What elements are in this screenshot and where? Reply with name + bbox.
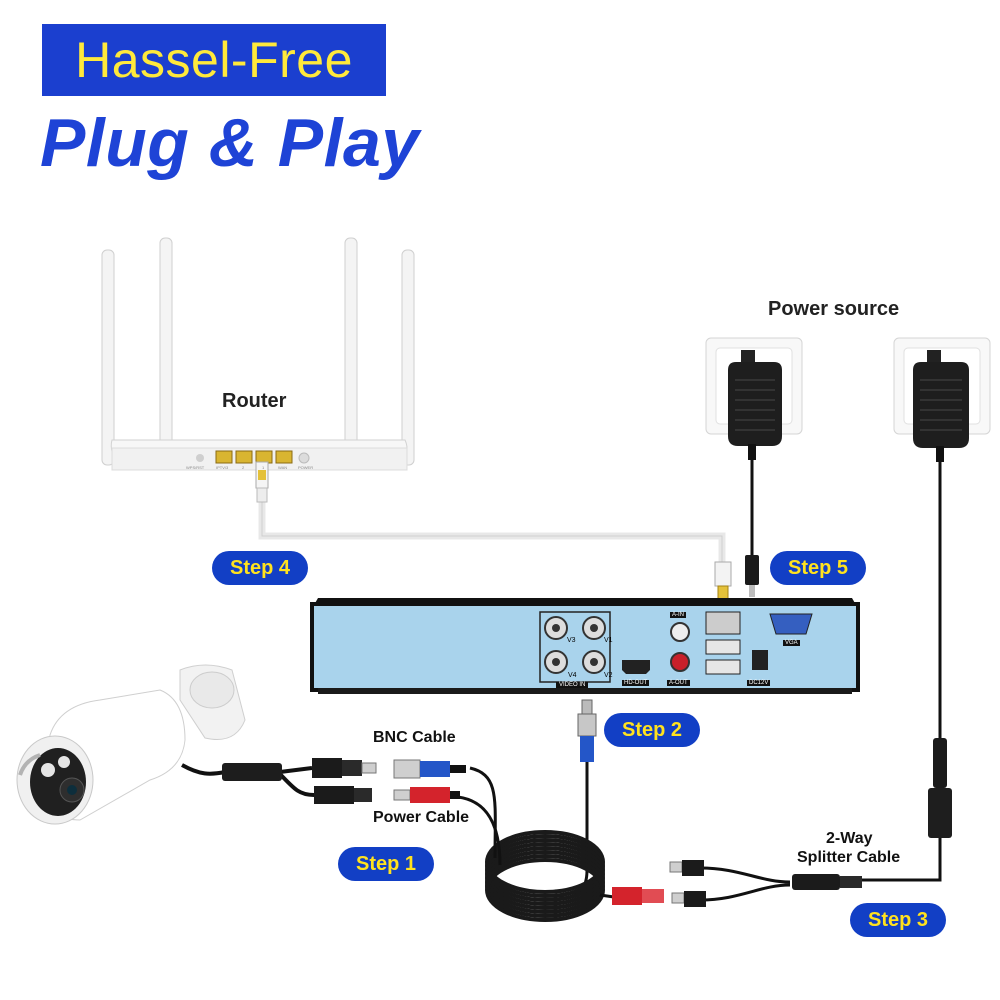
port-label-a-in: A-IN	[670, 612, 686, 618]
splitter-hub	[792, 874, 862, 890]
power-adapter-2	[913, 350, 969, 462]
power-adapter-1	[728, 350, 782, 460]
port-label-dc12v: DC12V	[747, 680, 771, 686]
router-label-lan1: 1	[262, 465, 265, 470]
router-label-wan: WAN	[278, 465, 288, 470]
port-label-hd-out: HD-OUT	[622, 680, 650, 686]
step-5-badge: Step 5	[770, 551, 866, 585]
router-antenna-3	[344, 237, 358, 454]
vga-port	[769, 613, 813, 635]
router-antenna-4	[401, 249, 415, 466]
step-3-badge: Step 3	[850, 903, 946, 937]
bnc-cable-label: BNC Cable	[373, 729, 456, 746]
splitter-branch-top	[699, 866, 791, 884]
usb-port-1	[705, 639, 741, 655]
camera-pigtail	[181, 763, 226, 776]
adapter-2-barrel	[928, 738, 952, 838]
port-label-v1: V1	[604, 637, 613, 644]
camera-bnc-lead	[279, 766, 313, 774]
splitter-label-line2: Splitter Cable	[797, 849, 901, 866]
dc12v-port	[752, 650, 768, 670]
ethernet-cable-edge	[261, 500, 723, 570]
power-source-label: Power source	[768, 298, 900, 320]
port-label-video-in: VIDEO IN	[556, 682, 589, 688]
router-antenna-2	[159, 237, 173, 454]
camera-power-lead	[278, 772, 315, 797]
camera-power-female	[314, 786, 372, 804]
hdmi-port	[622, 660, 650, 674]
coil-power-out	[599, 893, 615, 899]
coil-power-lead	[457, 795, 502, 866]
bnc-connector-dvr	[577, 699, 597, 762]
bnc-to-dvr-cable	[559, 760, 589, 900]
step-2-badge: Step 2	[604, 713, 700, 747]
bullet-camera	[16, 664, 246, 825]
router-label-lan2: 2	[242, 465, 245, 470]
splitter-feed-cable	[860, 835, 942, 882]
usb-port-2	[705, 659, 741, 675]
rj45-plug-dvr	[714, 561, 732, 601]
subtitle: Plug & Play	[40, 105, 420, 181]
router-label-power: POWER	[298, 465, 314, 470]
router-label: Router	[222, 390, 287, 412]
port-label-vga: VGA	[783, 640, 800, 646]
port-label-v2: V2	[604, 672, 613, 679]
coil-bnc-lead	[469, 766, 497, 859]
audio-in-port	[670, 622, 690, 642]
splitter-plug-bottom	[671, 891, 706, 907]
router	[101, 237, 415, 503]
camera-bnc-female	[312, 758, 377, 778]
splitter-label-line1: 2-Way	[826, 830, 873, 847]
port-label-a-out: A-OUT	[667, 680, 690, 686]
port-label-v3: V3	[567, 637, 576, 644]
port-label-v4: V4	[568, 672, 577, 679]
extension-power-female	[612, 887, 664, 905]
title-text: Hassel-Free	[75, 32, 353, 88]
power-cable-label: Power Cable	[373, 809, 470, 826]
splitter-branch-bottom	[699, 883, 791, 902]
router-label-wps: WPS/RST	[186, 465, 205, 470]
splitter-plug-top	[669, 860, 704, 876]
ethernet-cable	[258, 500, 726, 570]
title-banner: Hassel-Free	[42, 24, 386, 96]
lan-port	[705, 611, 741, 635]
extension-power-male	[393, 787, 460, 803]
router-antenna-1	[101, 249, 115, 466]
step-1-badge: Step 1	[338, 847, 434, 881]
step-4-badge: Step 4	[212, 551, 308, 585]
router-label-iptv: IPTV/3	[216, 465, 229, 470]
audio-out-port	[670, 652, 690, 672]
dc-plug-dvr	[745, 555, 759, 597]
dvr-recorder	[310, 598, 860, 694]
camera-pigtail-connector	[222, 763, 282, 781]
extension-bnc-male	[393, 759, 466, 779]
cable-coil	[485, 830, 605, 922]
